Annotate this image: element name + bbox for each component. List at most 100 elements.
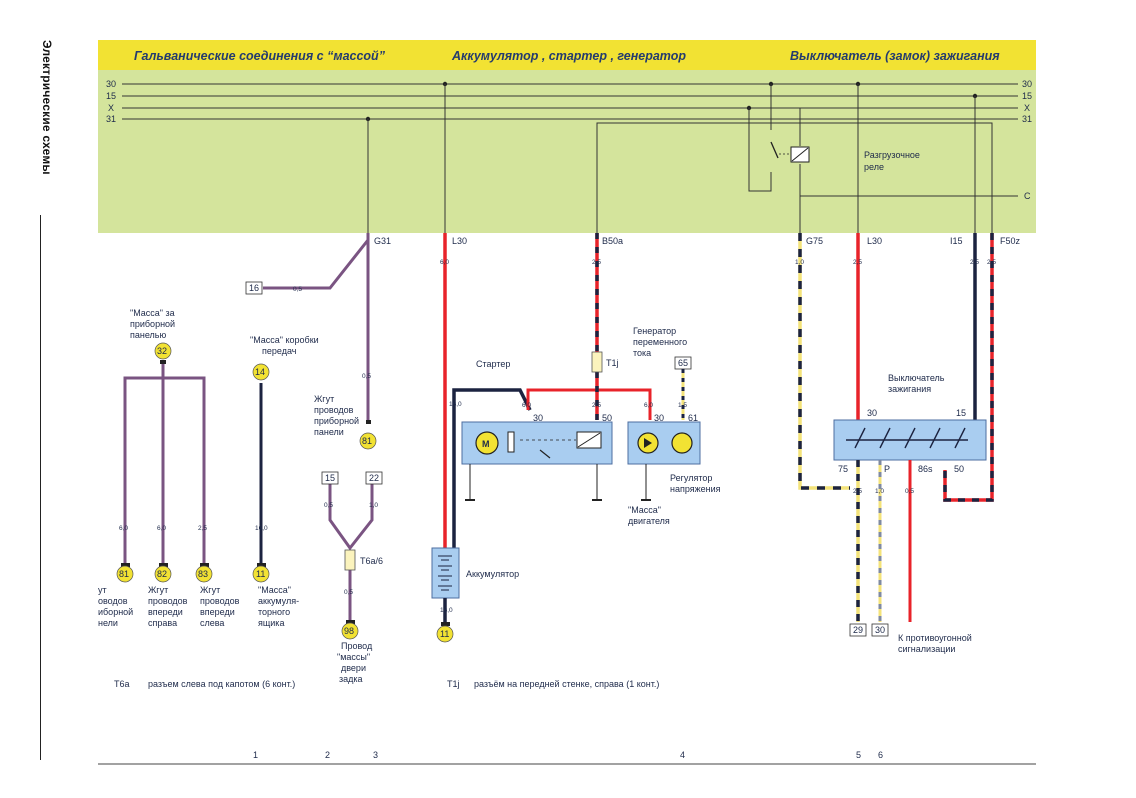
bus-label-c: C	[1024, 191, 1031, 201]
wire-label-i15: I15	[950, 236, 963, 246]
bus-label-30-right: 30	[1022, 79, 1032, 89]
bottom-node-11-line-4: ящика	[258, 618, 284, 628]
bottom-node-81-line-3: иборной	[98, 607, 133, 617]
bottom-node-83-line-1: Жгут	[200, 585, 220, 595]
unload-relay: Разгрузочное реле	[770, 141, 920, 172]
panel-wires	[367, 84, 1018, 233]
starter-motor: M	[482, 439, 490, 449]
gauge-l30-right: 2,5	[853, 259, 862, 266]
wire-label-b50a: B50a	[602, 236, 623, 246]
bus-label-15-right: 15	[1022, 91, 1032, 101]
column-6: 6	[878, 750, 883, 760]
header-band	[98, 40, 1036, 70]
gauge-m32-right: 2,5	[198, 525, 207, 532]
header-section-2: Аккумулятор , стартер , генератор	[451, 49, 686, 63]
ignition-term-30: 30	[867, 408, 877, 418]
mass-panel-line-3: панелью	[130, 330, 166, 340]
t6a-connector	[344, 549, 356, 571]
connector-29-label: 29	[853, 625, 863, 635]
trunk-wire-line-4: задка	[339, 674, 363, 684]
column-5: 5	[856, 750, 861, 760]
legend-t6a-code: T6a	[114, 679, 130, 689]
wire-label-l30-right: L30	[867, 236, 882, 246]
ignition-term-15: 15	[956, 408, 966, 418]
wire-label-g31: G31	[374, 236, 391, 246]
bottom-node-82-line-1: Жгут	[148, 585, 168, 595]
gauge-b50a: 2,5	[592, 259, 601, 266]
gauge-w22: 1,0	[369, 502, 378, 509]
wire-label-g75: G75	[806, 236, 823, 246]
battery: Аккумулятор 16,0 11	[431, 547, 519, 643]
bottom-node-83-line-4: слева	[200, 618, 224, 628]
gauge-i15: 2,5	[970, 259, 979, 266]
regulator-line-2: напряжения	[670, 484, 721, 494]
bottom-node-83-label: 83	[198, 569, 208, 579]
gauge-m32-left: 6,0	[119, 525, 128, 532]
wire-mass-32	[123, 362, 206, 565]
gauge-out-29: 2,5	[853, 488, 862, 495]
bus-label-x-right: X	[1024, 103, 1030, 113]
header-section-1: Гальванические соединения с “массой”	[134, 49, 386, 63]
gauge-m14: 16,0	[255, 525, 268, 532]
harness-panel-line-1: Жгут	[314, 394, 334, 404]
bottom-node-82-line-2: проводов	[148, 596, 188, 606]
gauge-out-30: 1,0	[875, 488, 884, 495]
legend-t1j-desc: разъём на передней стенке, справа (1 кон…	[474, 679, 659, 689]
bottom-node-11-label: 11	[256, 569, 265, 579]
starter: Стартер M 30 50	[461, 359, 613, 465]
bus-labels-left: 30 15 X 31	[106, 79, 116, 124]
bottom-node-83-line-2: проводов	[200, 596, 240, 606]
connector-30	[871, 623, 889, 637]
connector-22-label: 22	[369, 473, 379, 483]
wire-starter-generator	[526, 388, 652, 420]
bottom-node-81-line-4: нели	[98, 618, 118, 628]
connector-16	[245, 281, 263, 295]
generator: Генератор переменного тока 65 1,5 30 61 …	[627, 326, 721, 526]
wire-labels: G31 L30 B50a G75 L30 I15 F50z	[374, 236, 1021, 246]
t1j-connector	[591, 351, 603, 373]
gauge-w16: 0,5	[293, 286, 302, 293]
bottom-node-81-line-2: оводов	[98, 596, 128, 606]
mass-gearbox-line-2: передач	[262, 346, 297, 356]
gauge-g75: 1,0	[795, 259, 804, 266]
battery-node: 11	[440, 629, 449, 639]
regulator-line-1: Регулятор	[670, 473, 712, 483]
ignition-term-50: 50	[954, 464, 964, 474]
legend-t1j-code: T1j	[447, 679, 460, 689]
alarm-line-1: К противоугонной	[898, 633, 972, 643]
harness-panel-node: 81	[362, 436, 372, 446]
connector-29	[849, 623, 867, 637]
bus-label-x-left: X	[108, 103, 114, 113]
column-4: 4	[680, 750, 685, 760]
ignition-term-p: P	[884, 464, 890, 474]
gauge-gen-61: 1,5	[678, 402, 687, 409]
mass-panel-node: 32	[157, 346, 167, 356]
starter-term-50: 50	[602, 413, 612, 423]
gauge-m32-mid: 6,0	[157, 525, 166, 532]
trunk-wire-line-3: двери	[341, 663, 366, 673]
engine-mass-line-1: "Масса"	[628, 505, 661, 515]
bus-label-30-left: 30	[106, 79, 116, 89]
harness-panel-line-2: проводов	[314, 405, 354, 415]
wire-label-l30-left: L30	[452, 236, 467, 246]
mass-gearbox: "Масса" коробки передач 14	[250, 335, 319, 381]
wire-label-f50z: F50z	[1000, 236, 1021, 246]
bottom-node-82-label: 82	[157, 569, 167, 579]
generator-line-1: Генератор	[633, 326, 676, 336]
connector-22	[365, 471, 383, 485]
gauge-out-alarm: 0,5	[905, 488, 914, 495]
bus-label-31-right: 31	[1022, 114, 1032, 124]
bottom-node-82-line-4: справа	[148, 618, 177, 628]
harness-panel-line-4: панели	[314, 427, 344, 437]
ignition-term-75: 75	[838, 464, 848, 474]
ignition-line-1: Выключатель	[888, 373, 945, 383]
gauge-f50z: 2,5	[987, 259, 996, 266]
bottom-node-81: 81 ут оводов иборной нели	[98, 563, 134, 628]
t6a-label: T6a/6	[360, 556, 383, 566]
trunk-wire-line-2: "массы"	[337, 652, 370, 662]
connector-15-label: 15	[325, 473, 335, 483]
mass-gearbox-node: 14	[255, 367, 265, 377]
harness-panel: Жгут проводов приборной панели 81	[314, 394, 377, 450]
gauge-starter-black: 16,0	[449, 401, 462, 408]
